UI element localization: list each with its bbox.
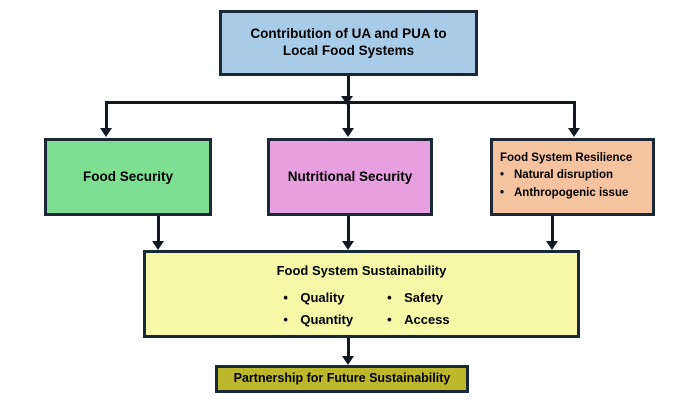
node-root-contribution[interactable]: Contribution of UA and PUA to Local Food… xyxy=(219,10,478,76)
list-item-label: Anthropogenic issue xyxy=(514,187,629,200)
connector-food-security-to-sustainability xyxy=(157,216,160,242)
list-item-label: Safety xyxy=(404,290,444,306)
connector-bus-to-resilience xyxy=(573,101,576,129)
node-resilience-label: Food System Resilience xyxy=(500,152,633,164)
sustainability-bullet-list: • Quality • Safety • Quantity • Access xyxy=(283,288,449,329)
bullet-icon: • xyxy=(283,290,288,306)
node-food-system-sustainability[interactable]: Food System Sustainability • Quality • S… xyxy=(143,250,580,338)
node-partnership[interactable]: Partnership for Future Sustainability xyxy=(215,365,469,393)
arrow-head-sustainability-right xyxy=(546,241,558,250)
arrow-head-root-to-bus xyxy=(341,96,353,105)
bullet-icon: • xyxy=(500,187,505,200)
arrow-head-sustainability-left xyxy=(152,241,164,250)
list-item: • Safety xyxy=(387,288,450,308)
list-item-label: Natural disruption xyxy=(514,169,614,182)
node-partnership-label: Partnership for Future Sustainability xyxy=(233,371,451,386)
arrow-head-nutritional-security xyxy=(342,128,354,137)
list-item-label: Quantity xyxy=(300,311,354,327)
connector-bus-to-nutritional-security xyxy=(347,101,350,129)
node-food-security[interactable]: Food Security xyxy=(44,138,212,216)
connector-root-to-bus xyxy=(347,76,350,97)
list-item: • Quality xyxy=(283,288,353,308)
resilience-bullet-list: • Natural disruption • Anthropogenic iss… xyxy=(500,167,628,203)
connector-bus-to-food-security xyxy=(105,101,108,129)
list-item-label: Access xyxy=(404,311,450,327)
connector-nutritional-security-to-sustainability xyxy=(347,216,350,242)
node-nutritional-security-label: Nutritional Security xyxy=(287,168,413,184)
node-food-system-resilience[interactable]: Food System Resilience • Natural disrupt… xyxy=(490,138,655,216)
list-item: • Natural disruption xyxy=(500,167,628,185)
bullet-icon: • xyxy=(500,169,505,182)
arrow-head-resilience xyxy=(568,128,580,137)
node-nutritional-security[interactable]: Nutritional Security xyxy=(267,138,433,216)
list-item: • Anthropogenic issue xyxy=(500,185,628,203)
node-sustainability-label: Food System Sustainability xyxy=(276,263,447,278)
bullet-icon: • xyxy=(387,290,392,306)
connector-sustainability-to-partnership xyxy=(347,338,350,357)
connector-resilience-to-sustainability xyxy=(551,216,554,242)
arrow-head-sustainability-center xyxy=(342,241,354,250)
list-item: • Quantity xyxy=(283,310,353,330)
arrow-head-partnership xyxy=(342,356,354,365)
bullet-icon: • xyxy=(387,311,392,327)
arrow-head-food-security xyxy=(100,128,112,137)
node-food-security-label: Food Security xyxy=(82,168,173,184)
connector-bus-horizontal xyxy=(105,101,576,104)
list-item-label: Quality xyxy=(300,290,345,306)
bullet-icon: • xyxy=(283,311,288,327)
list-item: • Access xyxy=(387,310,450,330)
node-root-label: Contribution of UA and PUA to Local Food… xyxy=(250,26,447,58)
